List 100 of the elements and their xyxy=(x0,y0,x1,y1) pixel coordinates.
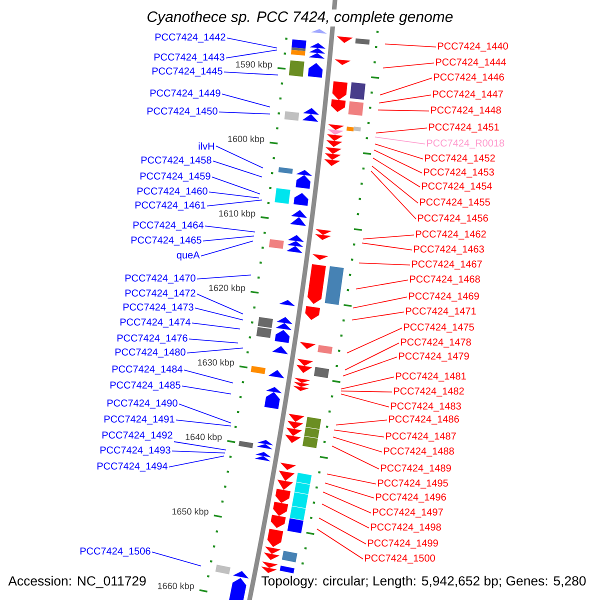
leader-line xyxy=(224,72,278,76)
gene-label: PCC7424_1481 xyxy=(396,372,466,382)
leader-line xyxy=(362,234,414,240)
gene-label: PCC7424_1469 xyxy=(409,292,479,302)
gene-label: PCC7424_1472 xyxy=(125,290,196,298)
scale-label: 1590 kbp xyxy=(236,61,272,70)
gene-label: PCC7424_1487 xyxy=(386,432,456,442)
leader-line xyxy=(372,166,418,204)
gene-label: PCC7424_1465 xyxy=(131,236,202,246)
scale-label: 1640 kbp xyxy=(186,434,222,442)
gene-label: PCC7424_1495 xyxy=(378,480,448,488)
leader-line xyxy=(332,446,380,470)
leader-line xyxy=(176,420,232,426)
leader-line xyxy=(168,456,224,468)
gene-label: PCC7424_1442 xyxy=(155,34,226,42)
gene-label: PCC7424_1486 xyxy=(389,416,459,424)
leader-line xyxy=(322,504,370,528)
leader-line xyxy=(340,390,392,392)
leader-line xyxy=(222,94,270,108)
leader-line xyxy=(226,50,278,58)
leader-line xyxy=(336,420,388,426)
scale-label: 1630 kbp xyxy=(198,359,234,368)
gene-label: PCC7424_1453 xyxy=(424,168,494,178)
gene-label: PCC7424_1449 xyxy=(150,90,220,98)
gene-label: PCC7424_1500 xyxy=(365,554,435,564)
leader-line xyxy=(206,200,262,206)
leader-line xyxy=(184,370,234,384)
leader-line xyxy=(192,322,240,330)
gene-label: PCC7424_1473 xyxy=(123,304,194,312)
leader-line xyxy=(346,328,402,354)
gene-label: PCC7424_1474 xyxy=(120,318,190,328)
gene-label: PCC7424_1479 xyxy=(399,352,469,362)
leader-line xyxy=(172,450,226,454)
gene-label: PCC7424_1443 xyxy=(154,54,224,62)
leader-line xyxy=(318,518,366,544)
leader-line xyxy=(370,170,416,220)
gene-label: PCC7424_1451 xyxy=(429,124,499,132)
leader-line xyxy=(340,394,390,408)
gene-label: PCC7424_1490 xyxy=(107,400,178,408)
gene-label: PCC7424_1460 xyxy=(137,188,208,196)
leader-line xyxy=(174,441,226,450)
leader-line xyxy=(178,404,232,424)
gene-label: PCC7424_1496 xyxy=(376,494,446,502)
leader-line xyxy=(334,430,384,438)
leader-line xyxy=(186,348,244,354)
leader-line xyxy=(362,242,412,250)
gene-label: PCC7424_1468 xyxy=(410,276,480,284)
leader-line xyxy=(324,482,374,498)
leader-line xyxy=(332,436,382,452)
leader-line xyxy=(382,62,434,68)
leader-line xyxy=(322,492,372,514)
gene-label: ilvH xyxy=(198,142,214,150)
scale-label: 1600 kbp xyxy=(228,136,264,144)
gene-label: PCC7424_1448 xyxy=(431,106,501,116)
gene-label: PCC7424_1440 xyxy=(438,42,508,52)
leader-line xyxy=(218,112,270,114)
leader-line xyxy=(352,296,408,308)
gene-label: PCC7424_1461 xyxy=(135,202,206,210)
gene-label: PCC7424_1446 xyxy=(434,74,504,82)
leader-line xyxy=(340,376,394,390)
gene-label: PCC7424_1475 xyxy=(404,324,474,332)
gene-label: PCC7424_1499 xyxy=(368,540,438,548)
gene-label: PCC7424_1491 xyxy=(104,416,174,424)
leader-line xyxy=(188,338,238,344)
leader-line xyxy=(212,160,262,178)
leader-line xyxy=(376,128,428,134)
leader-line xyxy=(182,386,232,394)
gene-label: PCC7424_1497 xyxy=(373,508,443,518)
genome-info-text: Topology: circular; Length: 5,942,652 bp; Genes: 5,280 xyxy=(260,574,588,590)
scale-label: 1650 kbp xyxy=(172,508,208,516)
leader-line xyxy=(200,240,254,256)
gene-label: PCC7424_1452 xyxy=(425,154,495,164)
gene-label: PCC7424_1459 xyxy=(140,172,210,182)
scale-label: 1610 kbp xyxy=(219,210,256,218)
leader-line xyxy=(316,528,364,560)
leader-line xyxy=(374,144,424,160)
gene-label: PCC7424_1463 xyxy=(414,246,484,254)
gene-label: PCC7424_1483 xyxy=(391,402,461,412)
gene-label: PCC7424_1485 xyxy=(110,382,180,390)
gene-label: PCC7424_1489 xyxy=(381,464,451,474)
leader-line xyxy=(326,474,376,484)
gene-label: PCC7424_1498 xyxy=(371,524,441,532)
gene-label: PCC7424_1450 xyxy=(147,108,218,116)
leader-line xyxy=(356,280,408,290)
leader-line xyxy=(384,44,436,48)
gene-label: PCC7424_1444 xyxy=(436,58,506,68)
gene-label: PCC7424_1476 xyxy=(117,334,188,344)
leader-line xyxy=(378,94,432,104)
leader-line xyxy=(372,158,420,188)
scale-label: 1660 kbp xyxy=(158,582,194,591)
gene-label: PCC7424_1456 xyxy=(418,214,488,224)
gene-label: PCC7424_1471 xyxy=(406,308,476,316)
leader-line xyxy=(374,150,422,174)
gene-label: PCC7424_1492 xyxy=(102,432,172,440)
gene-label: PCC7424_1493 xyxy=(100,446,170,456)
accession-text: Accession: NC_011729 xyxy=(7,574,148,590)
gene-label: PCC7424_R0018 xyxy=(427,140,504,148)
leader-line xyxy=(380,78,432,96)
gene-label: PCC7424_1467 xyxy=(412,260,482,270)
leader-line xyxy=(226,38,278,48)
